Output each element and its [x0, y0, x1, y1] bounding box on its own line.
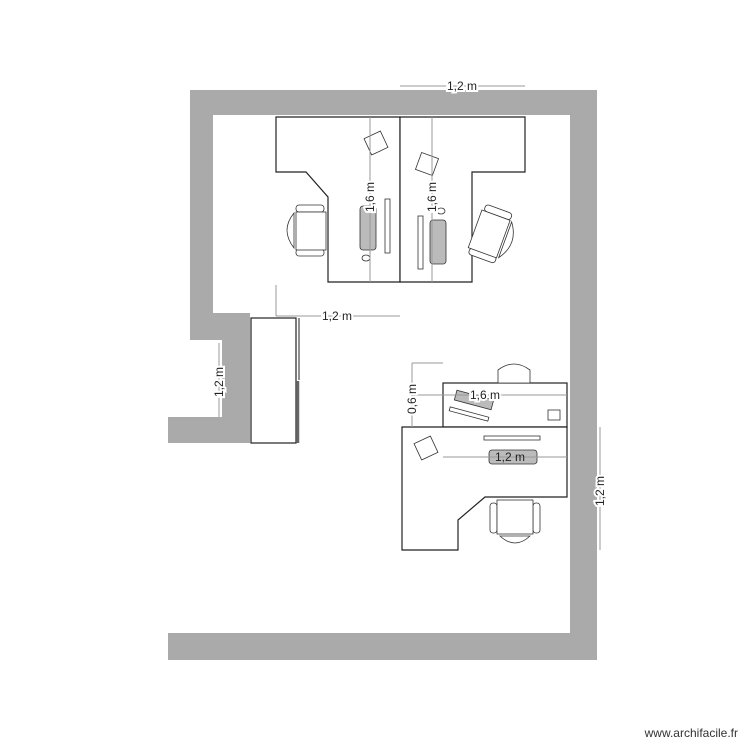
- mouse-icon: [436, 207, 446, 215]
- dim-small-desk-depth: 0,6 m: [405, 384, 419, 414]
- dim-desk-left: 1,6 m: [363, 182, 377, 212]
- chair-small-desk[interactable]: [497, 363, 531, 384]
- keyboard-icon: [359, 205, 377, 251]
- keyboard-icon: [429, 219, 447, 265]
- dim-left-niche: 1,2 m: [212, 367, 226, 397]
- chair-top-left[interactable]: [286, 204, 327, 257]
- phone-icon: [413, 435, 439, 461]
- monitor-icon: [417, 215, 424, 270]
- mouse-icon: [361, 254, 371, 262]
- walls: [168, 90, 597, 660]
- dim-top-wall: 1,2 m: [447, 79, 477, 93]
- monitor-icon: [384, 198, 391, 254]
- dim-right-wall: 1,2 m: [593, 476, 607, 506]
- chair-l-desk[interactable]: [489, 499, 541, 544]
- phone-icon: [414, 151, 440, 177]
- dimension-lines: [218, 85, 601, 550]
- monitor-icon: [448, 406, 490, 422]
- dim-small-desk-width: 1,6 m: [470, 388, 500, 402]
- dim-desk-pair: 1,2 m: [322, 309, 352, 323]
- dim-l-desk-width: 1,2 m: [495, 450, 525, 464]
- chair-top-right[interactable]: [466, 203, 521, 266]
- watermark: www.archifacile.fr: [644, 726, 738, 740]
- dim-desk-right: 1,6 m: [425, 182, 439, 212]
- phone-icon: [547, 409, 561, 421]
- monitor-icon: [483, 435, 541, 441]
- cabinet[interactable]: [250, 317, 300, 444]
